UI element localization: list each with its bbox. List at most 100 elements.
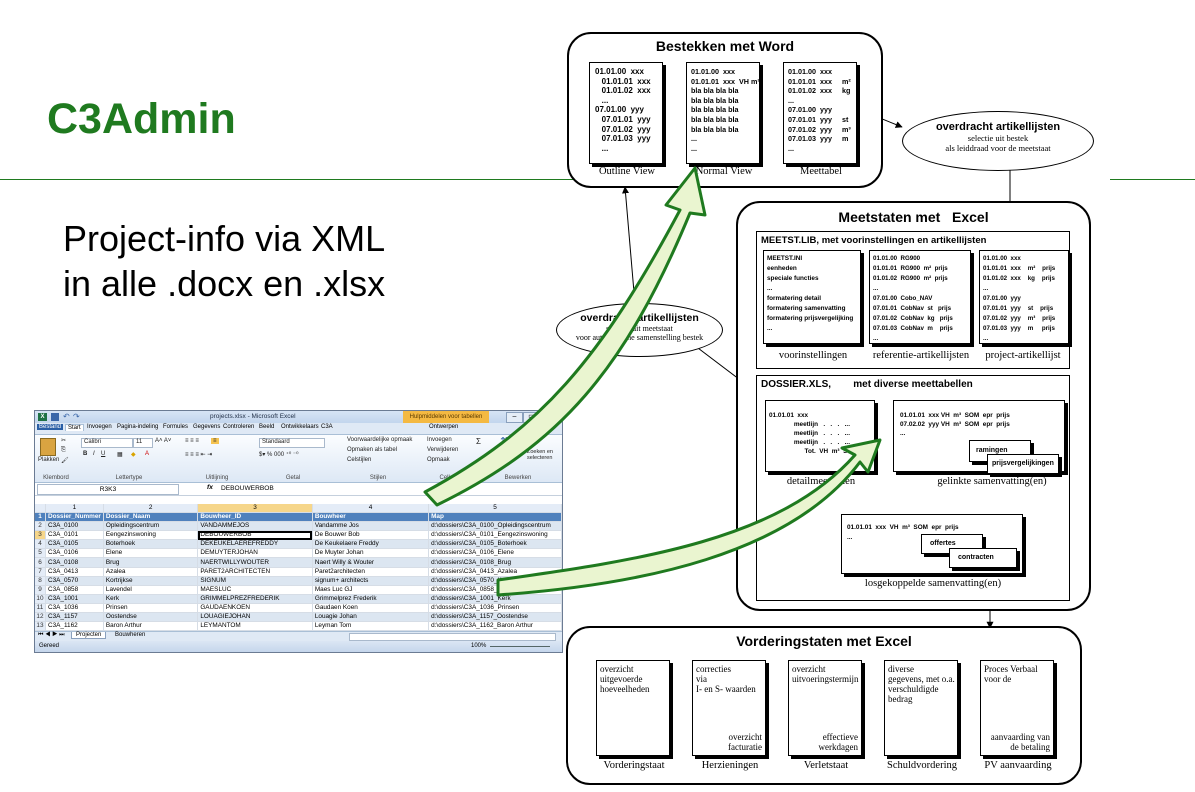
row-number[interactable]: 11: [35, 603, 46, 614]
font-select[interactable]: Calibri: [81, 438, 133, 448]
formula-input[interactable]: DEBOUWERBOB: [221, 485, 274, 492]
table-cell[interactable]: Kerk: [103, 594, 199, 604]
table-cell[interactable]: d:\dossiers\C3A_1162_Baron Arthur: [428, 621, 562, 632]
table-cell[interactable]: Grimmelprez Frederik: [312, 594, 430, 604]
table-cell[interactable]: LOUAGIEJOHAN: [197, 612, 313, 623]
fill-color-icon[interactable]: ◆: [131, 452, 136, 458]
ribbon-tab-ontwikkelaars[interactable]: Ontwikkelaars: [281, 424, 319, 430]
table-cell[interactable]: Kortrijkse: [103, 576, 199, 586]
table-cell[interactable]: Gaudaen Koen: [312, 603, 430, 614]
zoom-slider[interactable]: [490, 646, 550, 647]
column-header[interactable]: 1: [45, 504, 104, 513]
table-cell[interactable]: d:\dossiers\C3A_0106_Elene: [428, 548, 562, 559]
table-cell[interactable]: LEYMANTOM: [197, 621, 313, 632]
table-cell[interactable]: Paret2architecten: [312, 567, 430, 577]
row-number[interactable]: 8: [35, 576, 46, 586]
table-cell[interactable]: C3A_1001: [45, 594, 104, 604]
maximize-button[interactable]: ▭: [523, 412, 540, 423]
select-all-corner[interactable]: [35, 504, 46, 513]
save-icon[interactable]: [51, 413, 59, 421]
table-cell[interactable]: SIGNUM: [197, 576, 313, 586]
undo-icon[interactable]: ↶: [63, 412, 70, 421]
table-header-cell[interactable]: Dossier_Nummer: [45, 512, 104, 523]
table-cell[interactable]: VANDAMMEJOS: [197, 521, 313, 532]
row-number[interactable]: 7: [35, 567, 46, 577]
table-cell[interactable]: Opleidingscentrum: [103, 521, 199, 532]
table-cell[interactable]: C3A_0413: [45, 567, 104, 577]
ribbon-tab-gegevens[interactable]: Gegevens: [193, 424, 221, 430]
insert-cells-button[interactable]: Invoegen: [427, 437, 452, 443]
ribbon-tab-invoegen[interactable]: Invoegen: [87, 424, 112, 430]
table-cell[interactable]: Brug: [103, 557, 199, 568]
column-header[interactable]: 2: [103, 504, 199, 513]
table-cell[interactable]: C3A_0570: [45, 576, 104, 586]
italic-button[interactable]: I: [93, 451, 95, 457]
wrap-text-icon[interactable]: ≡: [211, 438, 219, 444]
redo-icon[interactable]: ↷: [73, 412, 80, 421]
table-cell[interactable]: d:\dossiers\C3A_1157_Oostendse: [428, 612, 562, 623]
table-cell[interactable]: C3A_0105: [45, 539, 104, 550]
row-number[interactable]: 2: [35, 521, 46, 532]
table-cell[interactable]: Lavendel: [103, 585, 199, 595]
table-cell[interactable]: d:\dossiers\C3A_0101_Eengezinswoning: [428, 530, 562, 541]
table-cell[interactable]: d:\dossiers\C3A_1001_Kerk: [428, 594, 562, 604]
ribbon-tab-formules[interactable]: Formules: [163, 424, 189, 430]
ribbon-tab-start[interactable]: Start: [65, 424, 84, 431]
grow-font-icon[interactable]: A˄ A˅: [155, 438, 172, 444]
number-format-select[interactable]: Standaard: [259, 438, 325, 448]
table-cell[interactable]: C3A_1157: [45, 612, 104, 623]
sheet-tab-bouwheren[interactable]: Bouwheren: [115, 632, 146, 638]
table-cell[interactable]: C3A_0100: [45, 521, 104, 532]
font-size-select[interactable]: 11: [133, 438, 153, 448]
font-color-icon[interactable]: A: [145, 451, 150, 457]
table-cell[interactable]: MAESLUC: [197, 585, 313, 595]
table-cell[interactable]: De Bouwer Bob: [312, 530, 430, 541]
table-cell[interactable]: C3A_0101: [45, 530, 104, 541]
table-cell[interactable]: GRIMMELPREZFREDERIK: [197, 594, 313, 604]
fx-icon[interactable]: fx: [207, 484, 213, 491]
table-cell[interactable]: De Muyter Johan: [312, 548, 430, 559]
table-cell[interactable]: Prinsen: [103, 603, 199, 614]
ribbon-tab-c3a[interactable]: C3A: [321, 424, 333, 430]
table-cell[interactable]: DEMUYTERJOHAN: [197, 548, 313, 559]
table-cell[interactable]: Baron Arthur: [103, 621, 199, 632]
table-cell[interactable]: Elene: [103, 548, 199, 559]
cell-styles-button[interactable]: Celstijlen: [347, 457, 372, 463]
table-header-cell[interactable]: Map: [428, 512, 562, 523]
sheet-nav-icon[interactable]: ⏮ ◀ ▶ ⏭: [38, 632, 65, 638]
ribbon-tab-beeld[interactable]: Beeld: [259, 424, 275, 430]
table-cell[interactable]: DEBOUWERBOB: [197, 530, 313, 541]
ribbon-tab-pagina-indeling[interactable]: Pagina-indeling: [117, 424, 159, 430]
close-button[interactable]: ✕: [540, 412, 561, 423]
table-cell[interactable]: Oostendse: [103, 612, 199, 623]
column-header[interactable]: 3: [197, 504, 313, 513]
table-cell[interactable]: Leyman Tom: [312, 621, 430, 632]
table-cell[interactable]: De Keukelaere Freddy: [312, 539, 430, 550]
table-cell[interactable]: C3A_0106: [45, 548, 104, 559]
delete-cells-button[interactable]: Verwijderen: [427, 447, 459, 453]
sort-filter-button[interactable]: Sorteren en filteren: [493, 449, 522, 461]
h-scrollbar[interactable]: [349, 633, 556, 641]
format-as-table-button[interactable]: Opmaken als tabel: [347, 447, 398, 453]
row-number[interactable]: 4: [35, 539, 46, 550]
sheet-tab-projecten[interactable]: Projecten: [71, 632, 107, 639]
autosum-icon[interactable]: Σ: [476, 437, 481, 446]
table-cell[interactable]: Azalea: [103, 567, 199, 577]
ribbon-tab-bestand[interactable]: Bestand: [37, 424, 64, 430]
paste-button[interactable]: Plakken: [38, 457, 60, 463]
table-cell[interactable]: d:\dossiers\C3A_1036_Prinsen: [428, 603, 562, 614]
table-cell[interactable]: C3A_0108: [45, 557, 104, 568]
row-number[interactable]: 3: [35, 530, 46, 541]
bold-button[interactable]: B: [83, 451, 88, 457]
table-cell[interactable]: C3A_1162: [45, 621, 104, 632]
table-header-cell[interactable]: Bouwheer: [312, 512, 430, 523]
copy-icon[interactable]: ⎘: [61, 447, 66, 453]
table-cell[interactable]: d:\dossiers\C3A_0108_Brug: [428, 557, 562, 568]
table-cell[interactable]: Boterhoek: [103, 539, 199, 550]
find-select-button[interactable]: Zoeken en selecteren: [527, 449, 553, 461]
format-cells-button[interactable]: Opmaak: [427, 457, 450, 463]
border-icon[interactable]: ▦: [117, 452, 123, 458]
table-cell[interactable]: C3A_0858: [45, 585, 104, 595]
excel-window[interactable]: X ↶ ↷ projects.xlsx - Microsoft Excel Hu…: [34, 410, 563, 653]
format-painter-icon[interactable]: 🖌: [61, 458, 69, 464]
